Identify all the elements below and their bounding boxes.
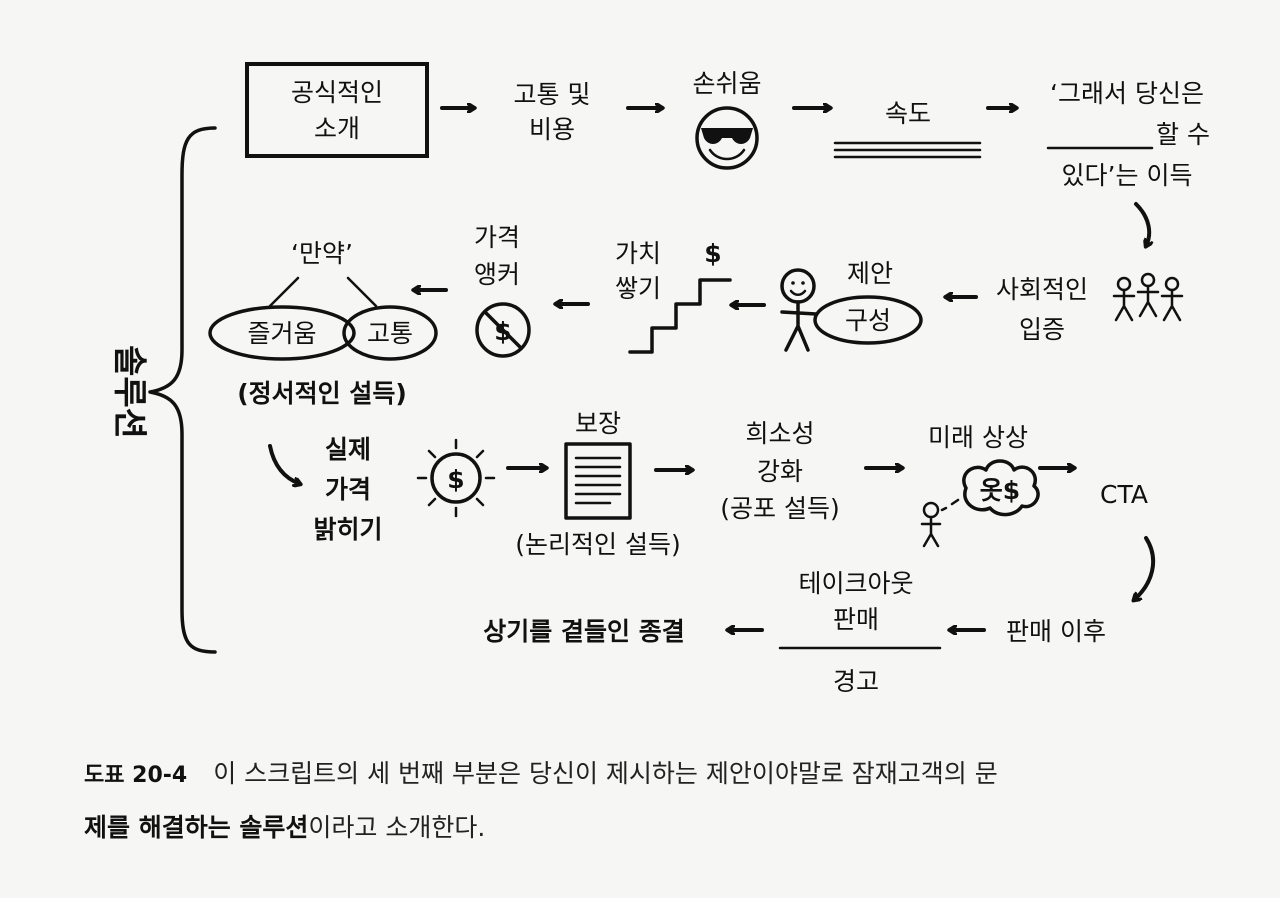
side-label: 솔루션 <box>109 345 149 439</box>
pain-cost-line1: 고통 및 <box>514 80 591 109</box>
what-if-label: ‘만약’ <box>291 239 353 268</box>
formal-intro-line1: 공식적인 <box>291 78 383 107</box>
formal-intro-box <box>245 62 429 158</box>
solution-flow-diagram: 솔루션 공식적인 소개 고통 및 비용 손쉬움 속도 ‘그래서 당신은 할 수 … <box>109 62 1210 696</box>
reveal-price-line3: 밝히기 <box>313 515 382 544</box>
caption-line1: 도표 20-4 이 스크립트의 세 번째 부분은 당신이 제시하는 제안이야말로 … <box>84 748 1234 802</box>
caption-line2: 제를 해결하는 솔루션이라고 소개한다. <box>84 802 1234 854</box>
people-group-icon <box>1112 272 1184 322</box>
value-build-line1: 가치 <box>615 239 661 268</box>
document-icon <box>564 442 632 520</box>
takeaway-sale-line2: 판매 <box>833 605 879 634</box>
svg-text:$: $ <box>447 465 464 494</box>
caption-text-emph: 제를 해결하는 솔루션 <box>84 813 309 842</box>
after-sale-label: 판매 이후 <box>1006 617 1106 646</box>
svg-text:솔루션: 솔루션 <box>109 345 149 439</box>
svg-text:옷$: 옷$ <box>980 476 1020 505</box>
pleasure-label: 즐거움 <box>247 319 316 348</box>
social-proof-line2: 입증 <box>1019 315 1065 344</box>
pain-cost-line2: 비용 <box>529 115 575 144</box>
pleasure-ellipse <box>208 305 356 361</box>
cta-label: CTA <box>1100 480 1148 509</box>
future-pacing-label: 미래 상상 <box>928 423 1028 452</box>
dollar-sign-icon: $ <box>704 239 721 268</box>
fear-persuasion-label: (공포 설득) <box>720 494 839 523</box>
guarantee-label: 보장 <box>575 409 621 438</box>
takeaway-sale-line1: 테이크아웃 <box>798 569 913 598</box>
caption-text-2: 이라고 소개한다. <box>308 813 486 842</box>
pain-ellipse <box>342 305 438 361</box>
benefit-line1: ‘그래서 당신은 <box>1050 79 1204 108</box>
warning-label: 경고 <box>833 667 879 696</box>
reveal-price-line2: 가격 <box>325 475 371 504</box>
scarcity-line1: 희소성 <box>745 419 814 448</box>
reveal-price-line1: 실제 <box>325 435 371 464</box>
figure-number: 도표 20-4 <box>84 763 188 788</box>
caption-text-1: 이 스크립트의 세 번째 부분은 당신이 제시하는 제안이야말로 잠재고객의 문 <box>213 759 998 788</box>
price-anchor-line2: 앵커 <box>474 260 520 289</box>
speed-lines <box>833 141 982 159</box>
ease-label: 손쉬움 <box>692 69 761 98</box>
offer-build-label: 구성 <box>845 306 891 335</box>
arrow-down-3 <box>1134 536 1156 600</box>
sunglasses-smiley-icon <box>695 106 759 170</box>
what-if-line-left <box>268 276 300 308</box>
benefit-line2: 할 수 <box>1156 120 1210 149</box>
arrow-down-1 <box>1134 202 1149 246</box>
figure-caption: 도표 20-4 이 스크립트의 세 번째 부분은 당신이 제시하는 제안이야말로 … <box>84 748 1234 854</box>
close-with-reminder-label: 상기를 곁들인 종결 <box>483 617 684 646</box>
what-if-line-right <box>346 276 378 308</box>
benefit-line3: 있다’는 이득 <box>1062 161 1193 190</box>
staircase-icon <box>628 278 732 354</box>
price-anchor-line1: 가격 <box>474 223 520 252</box>
stick-figure-icon <box>780 268 818 352</box>
crossed-dollar-icon: $ <box>475 302 531 358</box>
social-proof-line1: 사회적인 <box>996 275 1088 304</box>
scarcity-line2: 강화 <box>757 457 803 486</box>
logical-persuasion-label: (논리적인 설득) <box>515 530 680 559</box>
thought-cloud-icon: 옷$ <box>920 459 1040 548</box>
value-build-line2: 쌓기 <box>615 274 661 303</box>
offer-label: 제안 <box>847 259 893 288</box>
speed-label: 속도 <box>885 99 931 128</box>
curly-brace <box>148 126 217 654</box>
offer-build-ellipse <box>813 295 923 345</box>
svg-text:$: $ <box>704 239 721 268</box>
arrow-down-2 <box>268 444 300 484</box>
formal-intro-line2: 소개 <box>314 114 360 143</box>
sun-dollar-icon: $ <box>416 438 496 518</box>
emotional-persuasion-label: (정서적인 설득) <box>237 379 407 408</box>
pain-label: 고통 <box>367 319 413 348</box>
